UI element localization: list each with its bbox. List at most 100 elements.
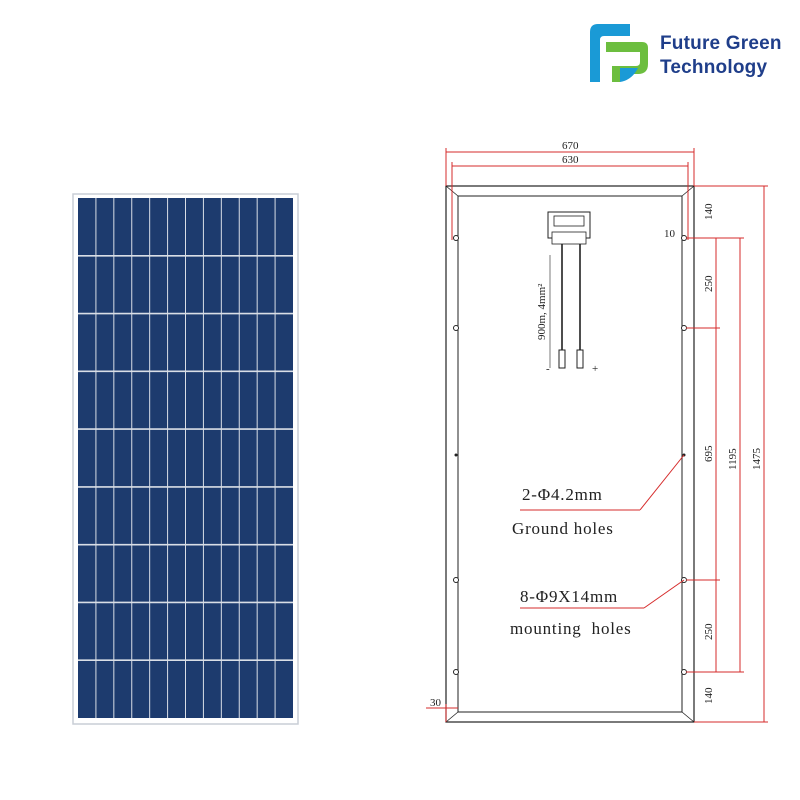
solar-cell (132, 429, 149, 487)
solar-cell (186, 372, 203, 429)
solar-cell (275, 198, 293, 255)
mounting-spec: 8-Φ9X14mm (520, 587, 618, 606)
solar-cell (275, 487, 293, 544)
solar-cell (78, 256, 96, 313)
solar-cell (168, 661, 185, 718)
solar-cell (168, 429, 185, 487)
mounting-hole (453, 577, 459, 583)
cable-spec: 900m, 4mm² (536, 283, 548, 340)
solar-cell (168, 198, 185, 255)
solar-cell (222, 487, 239, 544)
solar-cell (96, 487, 114, 544)
solar-cell (150, 429, 167, 487)
solar-cell (96, 198, 114, 255)
solar-cell (240, 198, 257, 255)
junction-box-base (551, 231, 587, 245)
solar-cell (132, 661, 149, 718)
junction-box-inner (553, 215, 585, 227)
plus-label: + (592, 363, 598, 375)
solar-cell (204, 314, 221, 371)
solar-cell (275, 603, 293, 660)
solar-cell (222, 545, 239, 602)
solar-cell (186, 487, 203, 544)
solar-cell (204, 661, 221, 718)
cell-grid (78, 198, 293, 718)
solar-cell (78, 372, 96, 429)
solar-cell (257, 198, 275, 255)
solar-cell (132, 198, 149, 255)
solar-cell (186, 661, 203, 718)
connector-minus (558, 349, 566, 369)
solar-cell (114, 487, 131, 544)
solar-cell (204, 198, 221, 255)
solar-cell (204, 487, 221, 544)
connector-plus (576, 349, 584, 369)
solar-cell (132, 256, 149, 313)
frame-inner (457, 195, 683, 713)
solar-cell (132, 372, 149, 429)
solar-cell (78, 198, 96, 255)
solar-cell (78, 603, 96, 660)
solar-cell (114, 603, 131, 660)
solar-cell (150, 661, 167, 718)
solar-cell (114, 256, 131, 313)
solar-cell (168, 372, 185, 429)
frame-corner (681, 711, 695, 723)
solar-cell (114, 198, 131, 255)
solar-cell (186, 429, 203, 487)
solar-cell (240, 603, 257, 660)
solar-cell (78, 545, 96, 602)
solar-cell (222, 372, 239, 429)
dim-1195: 1195 (727, 448, 739, 470)
solar-cell (257, 661, 275, 718)
solar-cell (132, 603, 149, 660)
solar-cell (114, 372, 131, 429)
solar-cell (78, 314, 96, 371)
solar-cell (168, 256, 185, 313)
solar-cell (96, 661, 114, 718)
dim-250-top: 250 (703, 275, 715, 292)
solar-cell (240, 372, 257, 429)
solar-cell (204, 372, 221, 429)
solar-cell (275, 661, 293, 718)
solar-cell (222, 198, 239, 255)
solar-cell (186, 256, 203, 313)
frame-corner (445, 711, 459, 723)
dim-10: 10 (664, 228, 676, 240)
mounting-leader (643, 579, 685, 609)
solar-cell (186, 198, 203, 255)
solar-cell (204, 603, 221, 660)
solar-cell (78, 429, 96, 487)
solar-cell (132, 545, 149, 602)
solar-cell (96, 372, 114, 429)
solar-cell (257, 372, 275, 429)
dim-670: 670 (562, 140, 579, 152)
solar-cell (257, 429, 275, 487)
ground-spec: 2-Φ4.2mm (522, 485, 603, 504)
solar-cell (204, 256, 221, 313)
ground-leader (639, 454, 685, 511)
minus-label: - (546, 363, 550, 375)
solar-cell (96, 603, 114, 660)
solar-cell (240, 487, 257, 544)
solar-cell (150, 487, 167, 544)
solar-cell (96, 256, 114, 313)
solar-cell (114, 314, 131, 371)
solar-cell (132, 314, 149, 371)
solar-cell (257, 603, 275, 660)
holes (453, 235, 687, 675)
dim-140-top: 140 (703, 203, 715, 220)
mounting-hole (453, 325, 459, 331)
solar-cell (257, 314, 275, 371)
solar-cell (222, 429, 239, 487)
ground-holes-label: Ground holes (512, 519, 614, 538)
solar-cell (186, 545, 203, 602)
dim-30: 30 (430, 697, 442, 709)
solar-cell (114, 545, 131, 602)
solar-cell (204, 429, 221, 487)
solar-cell (114, 661, 131, 718)
dim-1475: 1475 (751, 448, 763, 471)
solar-cell (222, 314, 239, 371)
